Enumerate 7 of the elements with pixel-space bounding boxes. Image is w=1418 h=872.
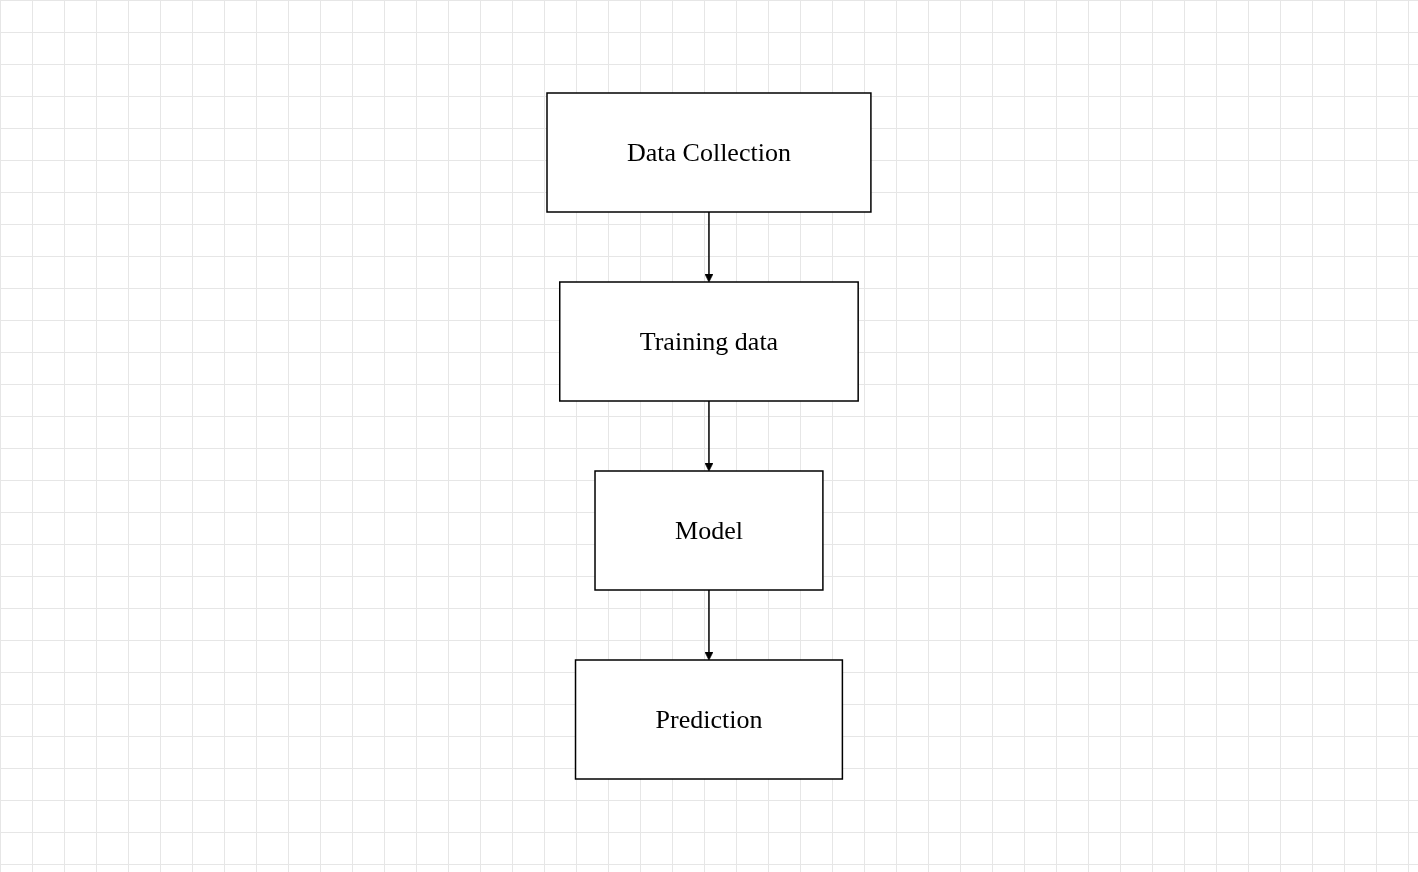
arrow — [704, 211, 714, 283]
node-box: Prediction — [574, 659, 844, 780]
node-box: Training data — [559, 281, 859, 402]
arrow — [704, 400, 714, 472]
node-box: Data Collection — [546, 92, 872, 213]
node-box: Model — [594, 470, 824, 591]
arrow — [704, 589, 714, 661]
